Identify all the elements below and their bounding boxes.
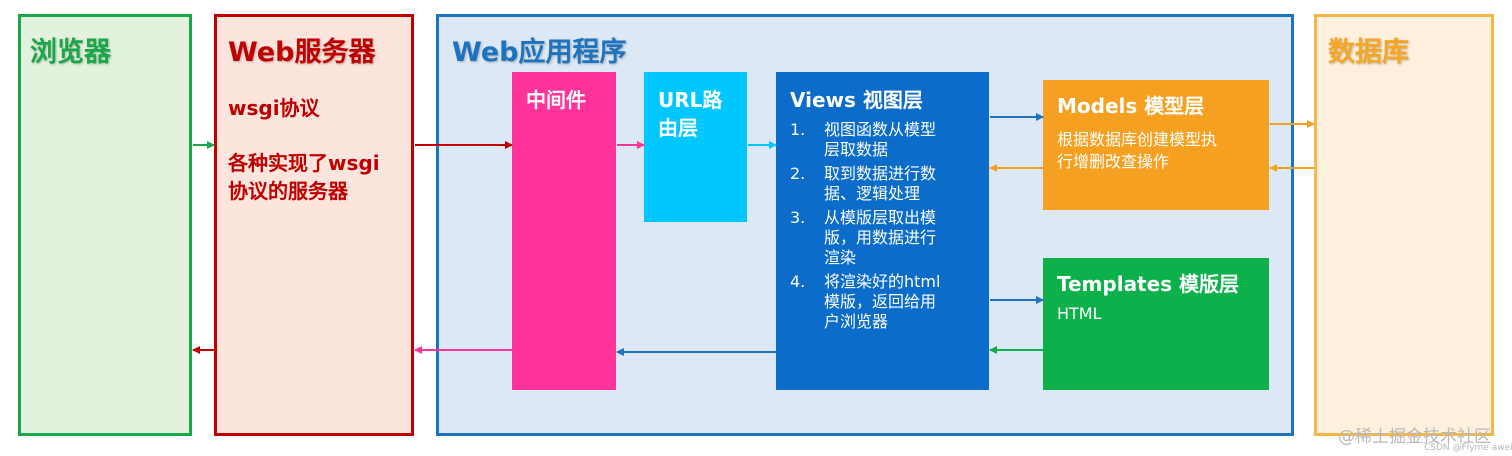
views-step: 2. 取到数据进行数 据、逻辑处理 [790,164,937,203]
webapp-title: Web应用程序 [452,37,627,68]
wsgi-servers-line1: 各种实现了wsgi [228,151,380,175]
url-router-box [644,72,747,222]
browser-title: 浏览器 [30,37,111,68]
wsgi-servers-line2: 协议的服务器 [228,179,348,203]
views-box [776,72,989,390]
models-desc-line2: 行增删改查操作 [1057,152,1170,171]
database-title: 数据库 [1328,37,1409,68]
url-router-line1: URL路 [658,88,723,112]
database-panel [1314,14,1494,436]
middleware-label: 中间件 [526,88,586,112]
templates-desc: HTML [1057,304,1102,323]
views-steps-list: 1. 视图函数从模型 层取数据 2. 取到数据进行数 据、逻辑处理 3. 从模版… [778,120,988,336]
browser-panel [18,14,192,436]
wsgi-protocol-label: wsgi协议 [228,96,320,120]
views-step: 4. 将渲染好的html 模版，返回给用 户浏览器 [790,272,941,331]
views-step: 1. 视图函数从模型 层取数据 [790,120,937,159]
models-desc-line1: 根据数据库创建模型执 [1057,130,1218,149]
models-title: Models 模型层 [1057,94,1205,118]
watermark-main: @稀土掘金技术社区 [1338,427,1491,447]
models-box [1043,80,1269,210]
views-title: Views 视图层 [790,88,923,112]
webserver-title: Web服务器 [228,37,376,68]
url-router-line2: 由层 [658,116,698,140]
webserver-panel [214,14,414,436]
templates-title: Templates 模版层 [1057,272,1240,296]
templates-box [1043,258,1269,390]
views-step: 3. 从模版层取出模 版，用数据进行 渲染 [790,208,937,267]
watermark-sub: CSDN @Flyme awei [1424,443,1512,453]
middleware-box [512,72,616,390]
